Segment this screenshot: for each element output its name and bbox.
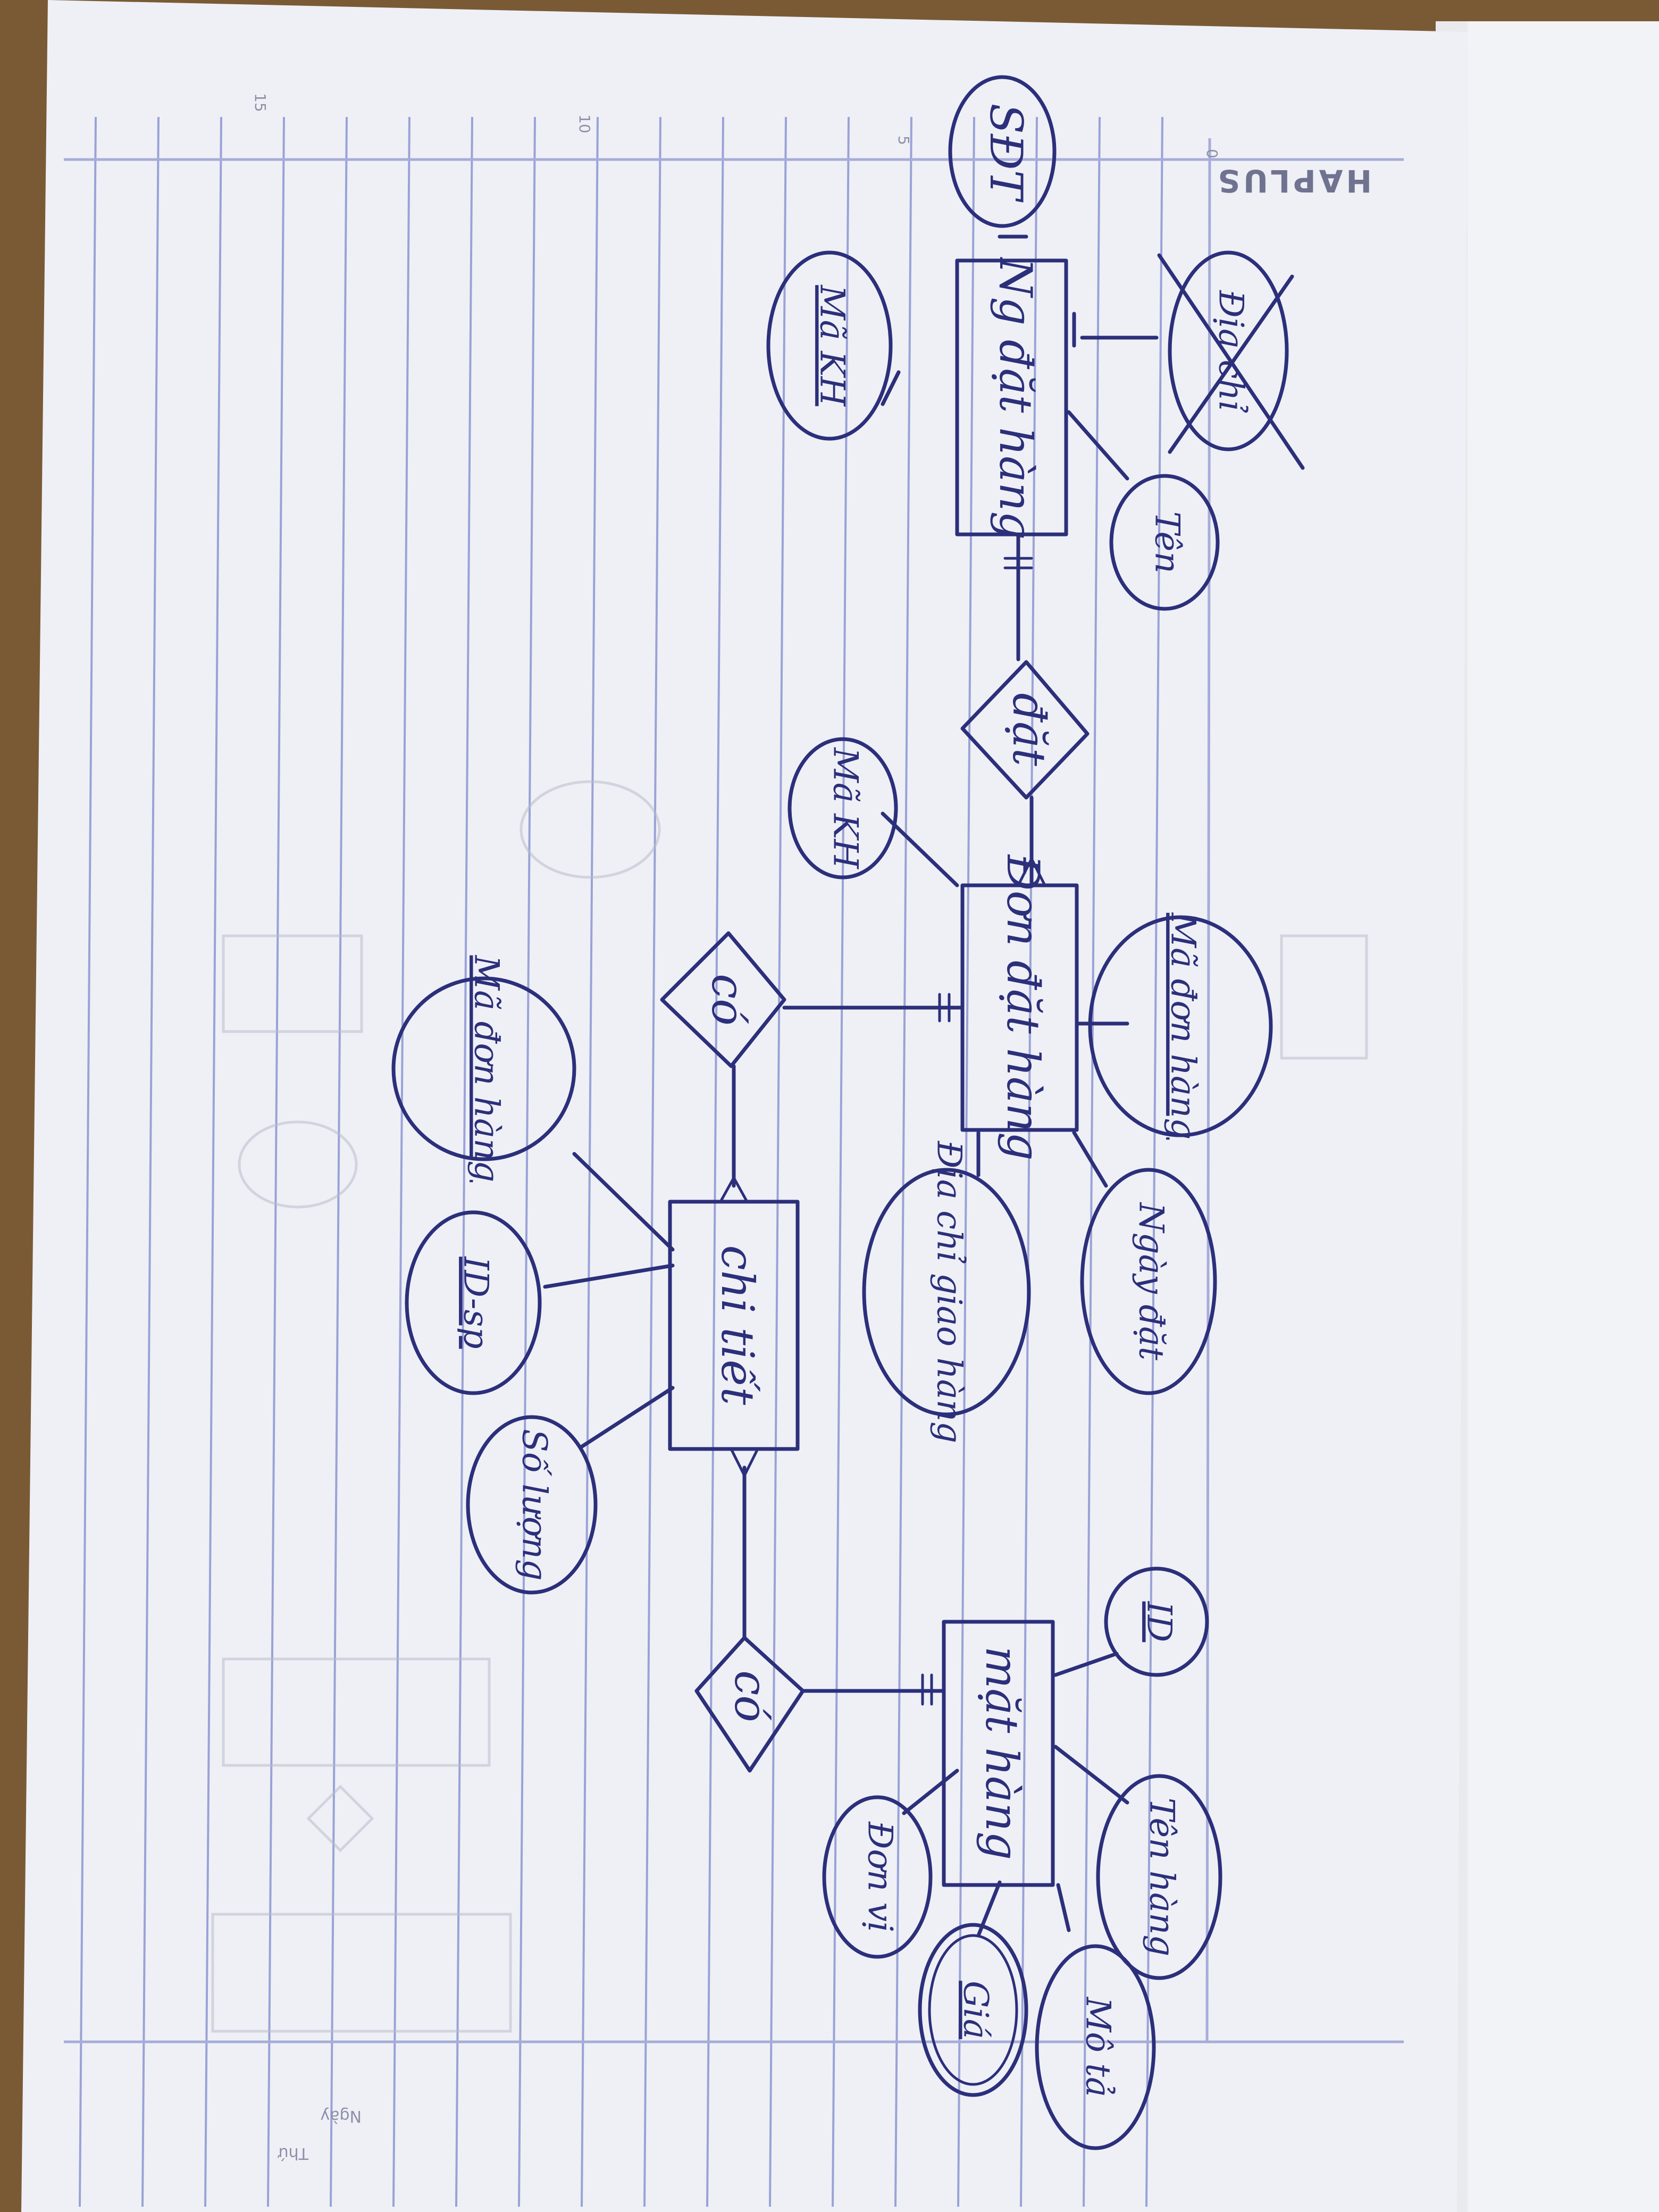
ruled-line bbox=[79, 116, 97, 2207]
ruled-line bbox=[769, 116, 787, 2207]
entity-customer: Ng đặt hàng bbox=[955, 257, 1068, 540]
ruler-tick: 0 bbox=[1203, 149, 1221, 158]
ruled-line bbox=[832, 116, 850, 2207]
strike-mark bbox=[1168, 274, 1294, 454]
edge-product-id bbox=[1053, 1652, 1119, 1677]
relationship-places: đặt bbox=[960, 660, 1090, 800]
attribute-customer-name: Tên bbox=[1109, 474, 1220, 611]
entity-detail: chi tiết bbox=[668, 1200, 800, 1451]
attribute-customer-id-label: Mã KH bbox=[812, 284, 852, 407]
ruled-line bbox=[330, 116, 348, 2207]
attribute-customer-crossed-label: Địa chỉ bbox=[1211, 290, 1251, 413]
edge-detail-order-id bbox=[572, 1152, 675, 1252]
attribute-product-desc: Mô tả bbox=[1035, 1944, 1156, 2150]
attribute-customer-name-label: Tên bbox=[1147, 512, 1187, 574]
attribute-order-address: Địa chỉ giao hàng bbox=[862, 1141, 1031, 1444]
attribute-product-price-label: Giá bbox=[956, 1981, 995, 2039]
ruled-line bbox=[643, 116, 661, 2207]
ruled-line bbox=[455, 116, 473, 2207]
edge-customer-name bbox=[1067, 410, 1129, 481]
entity-order: Đơn đặt hàng bbox=[960, 854, 1079, 1161]
attribute-customer-phone: SĐT bbox=[948, 75, 1057, 228]
ruled-line bbox=[204, 116, 222, 2207]
entity-order-label: Đơn đặt hàng bbox=[997, 854, 1049, 1161]
edge-order-date bbox=[1072, 1130, 1108, 1188]
entity-product-label: mặt hàng bbox=[976, 1646, 1028, 1860]
ruled-line bbox=[957, 116, 975, 2207]
attribute-product-name: Tên hàng bbox=[1096, 1774, 1222, 1980]
attribute-detail-order-id: Mã đơn hàng bbox=[391, 955, 576, 1183]
entity-product: mặt hàng bbox=[942, 1620, 1055, 1887]
entity-detail-label: chi tiết bbox=[711, 1245, 764, 1405]
ruled-line bbox=[581, 116, 599, 2207]
crowfoot-many bbox=[719, 1175, 749, 1203]
attribute-order-address-label: Địa chỉ giao hàng bbox=[929, 1141, 969, 1444]
attribute-customer-crossed: Địa chỉ bbox=[1157, 250, 1305, 470]
ruled-lines bbox=[79, 116, 1163, 2207]
ruled-line bbox=[894, 116, 912, 2207]
relationship-has-product-detail-label: có bbox=[725, 1670, 777, 1722]
ruled-line bbox=[392, 116, 410, 2207]
attribute-customer-phone-label: SĐT bbox=[980, 103, 1032, 203]
attribute-detail-quantity: Số lượng bbox=[466, 1415, 598, 1595]
attribute-product-price: Giá bbox=[918, 1923, 1028, 2097]
connectors bbox=[543, 234, 1159, 1938]
ruled-line bbox=[1020, 116, 1038, 2207]
ruled-line bbox=[141, 116, 160, 2207]
ruler-tick: 10 bbox=[576, 114, 593, 133]
attribute-order-date: Ngày đặt bbox=[1080, 1168, 1217, 1395]
edge-detail-quantity bbox=[580, 1386, 675, 1448]
edge-product-desc bbox=[1056, 1883, 1071, 1932]
attribute-order-customer-id: Mã KH bbox=[787, 737, 898, 879]
attribute-product-id-label: ID bbox=[1139, 1601, 1179, 1643]
attribute-order-id-label: Mã đơn hàng bbox=[1163, 912, 1203, 1140]
attribute-product-id: ID bbox=[1104, 1566, 1209, 1677]
attribute-detail-product-id-label: ID-sp bbox=[456, 1256, 496, 1348]
attribute-detail-quantity-label: Số lượng bbox=[515, 1429, 554, 1581]
edge-product-unit bbox=[902, 1769, 959, 1815]
ruled-line bbox=[1145, 116, 1163, 2207]
attribute-detail-product-id: ID-sp bbox=[405, 1210, 542, 1395]
ruled-line bbox=[518, 116, 536, 2207]
ruled-line bbox=[706, 116, 724, 2207]
crowfoot-many bbox=[730, 1447, 759, 1479]
attribute-product-unit: Đơn vị bbox=[822, 1795, 933, 1959]
attribute-product-unit-label: Đơn vị bbox=[860, 1821, 900, 1932]
ruler-tick: 5 bbox=[895, 136, 912, 145]
attribute-product-desc-label: Mô tả bbox=[1078, 1997, 1118, 2097]
corner-label: Ngày bbox=[320, 2107, 362, 2125]
corner-label: Thứ bbox=[278, 2144, 309, 2163]
attribute-order-id: Mã đơn hàng bbox=[1088, 912, 1273, 1140]
ruled-line bbox=[267, 116, 285, 2207]
attribute-customer-id: Mã KH bbox=[766, 250, 893, 441]
edge-product-name bbox=[1053, 1745, 1129, 1805]
edge-detail-product-id bbox=[543, 1263, 675, 1289]
show-through-shapes bbox=[211, 780, 1368, 2033]
margin-line bbox=[1205, 138, 1211, 2042]
relationship-has-order-detail: có bbox=[660, 931, 786, 1068]
entity-customer-label: Ng đặt hàng bbox=[990, 257, 1042, 540]
brand-label: HAPLUS bbox=[1214, 163, 1372, 199]
attribute-order-customer-id-label: Mã KH bbox=[826, 747, 865, 869]
relationship-places-label: đặt bbox=[1003, 693, 1055, 766]
attribute-detail-order-id-label: Mã đơn hàng bbox=[467, 955, 506, 1183]
ruler-tick: 15 bbox=[252, 93, 269, 112]
attribute-order-date-label: Ngày đặt bbox=[1132, 1202, 1171, 1361]
relationship-has-product-detail: có bbox=[694, 1636, 805, 1773]
crowfoot-many bbox=[1017, 856, 1046, 887]
attribute-product-name-label: Tên hàng bbox=[1142, 1798, 1182, 1957]
edge-customer-id bbox=[881, 370, 901, 406]
relationship-has-order-detail-label: có bbox=[702, 974, 754, 1026]
